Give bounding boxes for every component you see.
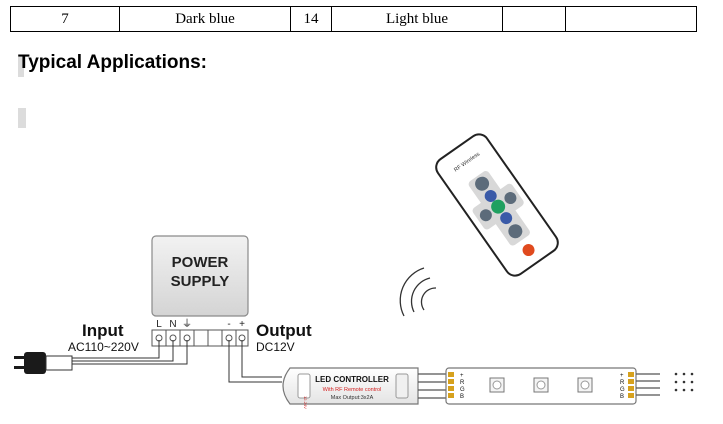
remote-key	[504, 192, 517, 205]
power-key	[522, 244, 535, 257]
led-chip	[577, 377, 593, 393]
text-cursor-mark	[18, 57, 24, 77]
remote-key	[479, 209, 492, 222]
input-cable	[72, 340, 188, 365]
strip-pin-right-b: B	[620, 394, 624, 400]
output-label: Output	[256, 321, 312, 340]
continuation-dots	[674, 372, 694, 392]
strip-pin-right-r: R	[620, 380, 625, 386]
led-controller: 12-24V LED CONTROLLER With RF Remote con…	[282, 367, 419, 409]
terminal-label-ground: ⏚	[182, 318, 192, 330]
section-heading: Typical Applications:	[18, 52, 207, 73]
strip-pin-left-g: G	[460, 387, 465, 393]
led-strip: + R G B + R G B	[445, 367, 637, 405]
rf-remote: RF Wireless	[435, 133, 559, 277]
controller-title: LED CONTROLLER	[315, 375, 389, 384]
led-chip	[489, 377, 505, 393]
remote-key	[508, 224, 523, 239]
terminal-label-L: L	[156, 319, 162, 330]
remote-key	[484, 189, 497, 202]
power-supply-label-line2: SUPPLY	[171, 273, 230, 290]
table-row: 7 Dark blue 14 Light blue	[10, 6, 697, 32]
strip-pin-right-g: G	[620, 387, 625, 393]
strip-pin-left-plus: +	[460, 373, 464, 379]
power-supply-unit: POWER SUPPLY L N ⏚ - +	[151, 235, 249, 347]
terminal-label-N: N	[169, 319, 176, 330]
table-cell: Light blue	[331, 6, 503, 32]
terminal-label-plus: +	[239, 319, 245, 330]
remote-key	[500, 212, 513, 225]
terminal-label-minus: -	[227, 319, 230, 330]
remote-key	[491, 199, 506, 214]
input-spec: AC110~220V	[68, 340, 139, 354]
remote-key	[475, 176, 490, 191]
application-diagram: POWER SUPPLY L N ⏚ - + Input AC110~220V …	[14, 133, 694, 409]
strip-extension-wires	[636, 373, 660, 396]
controller-output-wires	[418, 373, 446, 399]
text-cursor-mark	[18, 108, 26, 128]
strip-pin-left-r: R	[460, 380, 465, 386]
wireless-signal-icon	[399, 267, 437, 317]
table-cell: 14	[290, 6, 332, 32]
table-cell	[502, 6, 566, 32]
output-wires	[228, 340, 282, 383]
controller-side-text: 12-24V	[303, 396, 308, 409]
strip-pin-right-plus: +	[620, 373, 624, 379]
output-spec: DC12V	[256, 340, 295, 354]
color-code-table: 7 Dark blue 14 Light blue	[10, 6, 697, 32]
input-label: Input	[82, 321, 124, 340]
table-cell: 7	[10, 6, 120, 32]
led-chip	[533, 377, 549, 393]
table-cell: Dark blue	[119, 6, 291, 32]
ac-plug	[14, 352, 73, 374]
controller-rating: Max Output:3x2A	[331, 395, 374, 401]
strip-pin-left-b: B	[460, 394, 464, 400]
power-supply-label-line1: POWER	[172, 254, 229, 271]
controller-subtitle: With RF Remote control	[323, 387, 382, 393]
table-cell	[565, 6, 697, 32]
